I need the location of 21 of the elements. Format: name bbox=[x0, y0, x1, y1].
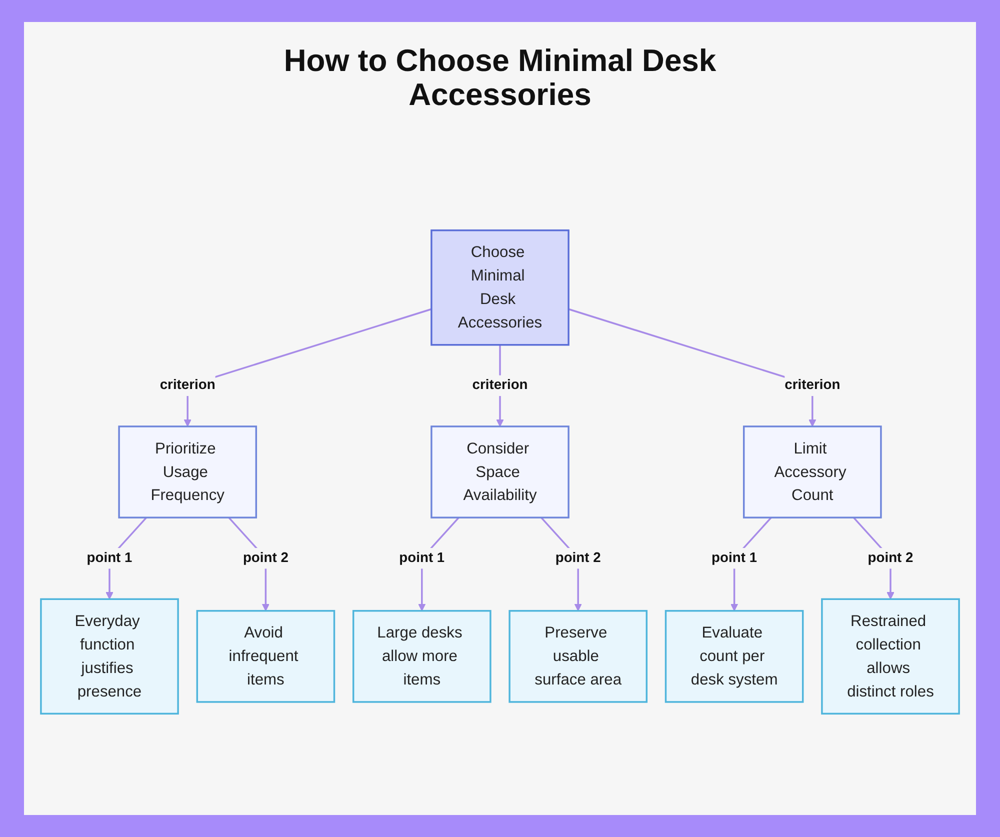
edge-label: criterion bbox=[784, 378, 840, 393]
node-box bbox=[118, 426, 258, 518]
node-box bbox=[40, 598, 179, 715]
node-box bbox=[821, 598, 960, 715]
node-box bbox=[742, 426, 882, 518]
edge-label: point 1 bbox=[712, 550, 758, 566]
edge-label: criterion bbox=[472, 378, 528, 393]
node-box bbox=[508, 610, 648, 703]
node-box bbox=[430, 229, 570, 346]
edge-label: point 1 bbox=[399, 550, 445, 566]
edge-label: point 1 bbox=[86, 550, 132, 566]
edge-label: point 2 bbox=[555, 550, 601, 566]
node-box bbox=[196, 610, 336, 703]
edge-label: criterion bbox=[160, 378, 216, 393]
diagram-title: How to Choose Minimal Desk Accessories bbox=[282, 44, 718, 112]
edge-label: point 2 bbox=[868, 550, 914, 566]
flowchart: criterion criterion criterion point 1 point 2 point 1 point 2 point 1 point 2 Choose Minimal Desk Accessories Prioritize Usage Frequency Everyday function justifies presence Avoid infrequent items Consider Space Availability Large desks allow more items Preserve usable surface area Limit Accessory Count Evaluate count per desk system Restrained collection allows distinct roles bbox=[34, 152, 966, 792]
node-box bbox=[664, 610, 804, 703]
edge-label: point 2 bbox=[242, 550, 288, 566]
node-box bbox=[430, 426, 570, 518]
node-box bbox=[352, 610, 492, 703]
